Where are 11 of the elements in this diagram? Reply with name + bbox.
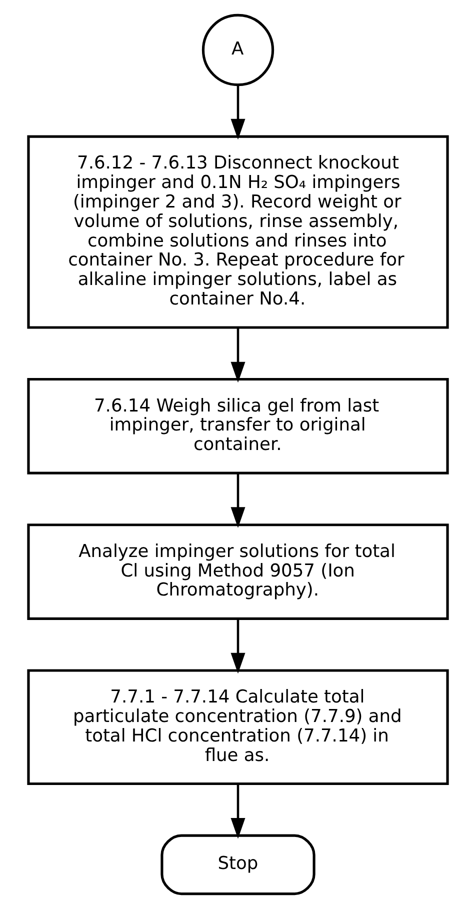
arrow [230, 84, 246, 140]
node-box: 7.6.12 - 7.6.13 Disconnect knockout impinger and 0.1N H₂ SO₄ impingers (impinger 2 and 3). Record weight or volume of solutions, rinse assembly, combine solutions and rinses into container No. 3. Repeat procedure for alkaline impinger solutions, label as container No.4. [27, 135, 449, 329]
arrow [230, 474, 246, 528]
arrow [230, 619, 246, 674]
node-box: 7.7.1 - 7.7.14 Calculate total particulate concentration (7.7.9) and total HCl concentration (7.7.14) in flue as. [27, 669, 449, 786]
node-circle: A [202, 14, 274, 86]
node-box: 7.6.14 Weigh silica gel from last impinger, transfer to original container. [27, 378, 449, 474]
arrow [230, 784, 246, 839]
arrow [230, 328, 246, 383]
node-box: Analyze impinger solutions for total Cl using Method 9057 (Ion Chromatography). [27, 524, 449, 620]
node-box: Stop [160, 834, 316, 896]
